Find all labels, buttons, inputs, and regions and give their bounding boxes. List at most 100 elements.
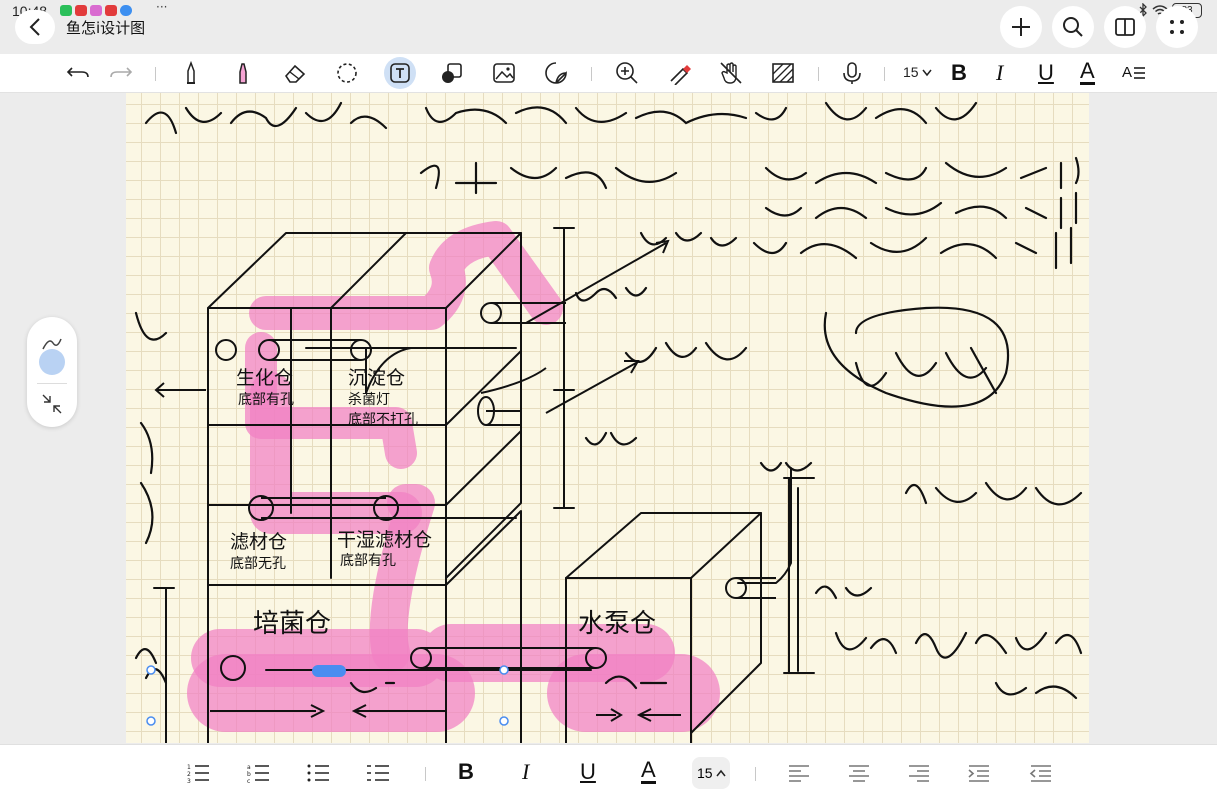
chendian-sub-label-1[interactable]: 杀菌灯 — [348, 392, 390, 408]
text-format-icon: A — [1122, 64, 1145, 81]
zoom-in-icon — [616, 62, 638, 84]
highlighter-tool[interactable] — [227, 57, 259, 89]
search-button[interactable] — [1052, 6, 1094, 48]
highlighter-icon — [239, 63, 247, 84]
redo-button[interactable] — [105, 57, 137, 89]
laser-pointer-icon — [670, 65, 691, 85]
editing-toolbar: 15 B I U A A — [0, 54, 1217, 93]
underline-button[interactable]: U — [1038, 60, 1054, 85]
lvcai-sub-label[interactable]: 底部无孔 — [230, 556, 286, 572]
bullet-list-button[interactable] — [302, 757, 336, 789]
dash-list-button[interactable] — [362, 757, 396, 789]
top-bar: 鱼怎i设计图 — [0, 0, 1217, 54]
sticker-icon — [545, 62, 567, 84]
undo-button[interactable] — [62, 57, 94, 89]
divider — [884, 67, 885, 81]
pages-icon — [1115, 18, 1135, 36]
page-view-button[interactable] — [1104, 6, 1146, 48]
ganshi-sub-label[interactable]: 底部有孔 — [340, 553, 396, 569]
laser-pointer-tool[interactable] — [663, 57, 695, 89]
eraser-tool[interactable] — [279, 57, 311, 89]
shuibeng-label[interactable]: 水泵仓 — [578, 609, 657, 639]
pen-tool[interactable] — [175, 57, 207, 89]
chevron-left-icon — [29, 18, 40, 36]
more-options-button[interactable] — [1156, 6, 1198, 48]
hatch-icon — [772, 63, 794, 83]
pen-thickness-icon — [42, 338, 62, 350]
color-indicator[interactable] — [39, 349, 65, 375]
font-size-value: 15 — [697, 765, 713, 781]
bullet-list-icon — [307, 764, 329, 782]
image-icon — [493, 63, 515, 83]
search-icon — [1063, 17, 1083, 37]
floating-tool-widget[interactable] — [27, 317, 77, 427]
divider — [37, 383, 67, 384]
shenghua-label[interactable]: 生化仓 — [236, 367, 294, 389]
font-size-selector[interactable]: 15 — [898, 54, 938, 92]
divider — [591, 67, 592, 81]
chevron-down-icon — [922, 69, 932, 77]
collapse-icon[interactable] — [40, 392, 64, 416]
paper-style-tool[interactable] — [767, 57, 799, 89]
lettered-list-icon: abc — [247, 764, 269, 784]
back-button[interactable] — [15, 10, 55, 44]
numbered-list-icon: 123 — [187, 764, 209, 784]
indent-icon — [968, 765, 989, 782]
align-right-icon — [909, 765, 929, 782]
lvcai-label[interactable]: 滤材仓 — [230, 531, 288, 553]
italic-button[interactable]: I — [996, 60, 1004, 85]
bold-button[interactable]: B — [458, 759, 474, 784]
sticker-tool[interactable] — [540, 57, 572, 89]
hand-tool[interactable] — [715, 57, 747, 89]
divider — [425, 767, 426, 781]
dash-list-icon — [367, 765, 389, 781]
text-color-button[interactable]: A — [1080, 58, 1095, 85]
app-icon — [105, 5, 117, 16]
align-center-button[interactable] — [842, 757, 876, 789]
shenghua-sub-label[interactable]: 底部有孔 — [238, 392, 294, 408]
bold-button[interactable]: B — [951, 60, 967, 85]
image-tool[interactable] — [488, 57, 520, 89]
add-button[interactable] — [1000, 6, 1042, 48]
shapes-tool[interactable] — [436, 57, 468, 89]
handwriting — [134, 101, 1083, 700]
italic-button[interactable]: I — [522, 759, 530, 784]
microphone-icon — [843, 62, 861, 84]
more-notifications: ··· — [156, 0, 168, 14]
app-icon — [75, 5, 87, 16]
text-box-icon — [390, 63, 410, 83]
text-color-button[interactable]: A — [641, 757, 656, 784]
chevron-up-icon — [716, 769, 726, 777]
ganshi-label[interactable]: 干湿滤材仓 — [337, 529, 433, 551]
box-lines — [153, 227, 815, 743]
outdent-button[interactable] — [1024, 757, 1058, 789]
voice-input-button[interactable] — [836, 57, 868, 89]
chendian-label[interactable]: 沉淀仓 — [348, 367, 406, 389]
zoom-tool[interactable] — [611, 57, 643, 89]
svg-text:a: a — [247, 764, 251, 771]
shapes-icon — [442, 63, 462, 83]
chendian-sub-label-2[interactable]: 底部不打孔 — [348, 412, 418, 428]
align-center-icon — [849, 765, 869, 782]
align-left-button[interactable] — [782, 757, 816, 789]
plus-icon — [1012, 18, 1030, 36]
lasso-icon — [337, 63, 357, 83]
svg-text:3: 3 — [187, 778, 191, 784]
text-tool[interactable] — [384, 57, 416, 89]
bluetooth-icon — [1139, 3, 1147, 17]
peijun-label[interactable]: 培菌仓 — [253, 609, 332, 639]
underline-button[interactable]: U — [580, 759, 596, 784]
indent-button[interactable] — [962, 757, 996, 789]
svg-text:1: 1 — [187, 764, 191, 771]
font-size-selector[interactable]: 15 — [692, 757, 730, 789]
lasso-tool[interactable] — [331, 57, 363, 89]
divider — [755, 767, 756, 781]
divider — [818, 67, 819, 81]
note-canvas[interactable]: 生化仓 底部有孔 沉淀仓 杀菌灯 底部不打孔 滤材仓 底部无孔 干湿滤材仓 底部… — [126, 93, 1089, 743]
pink-highlight — [187, 221, 720, 732]
text-style-button[interactable]: A — [1122, 62, 1146, 86]
align-right-button[interactable] — [902, 757, 936, 789]
